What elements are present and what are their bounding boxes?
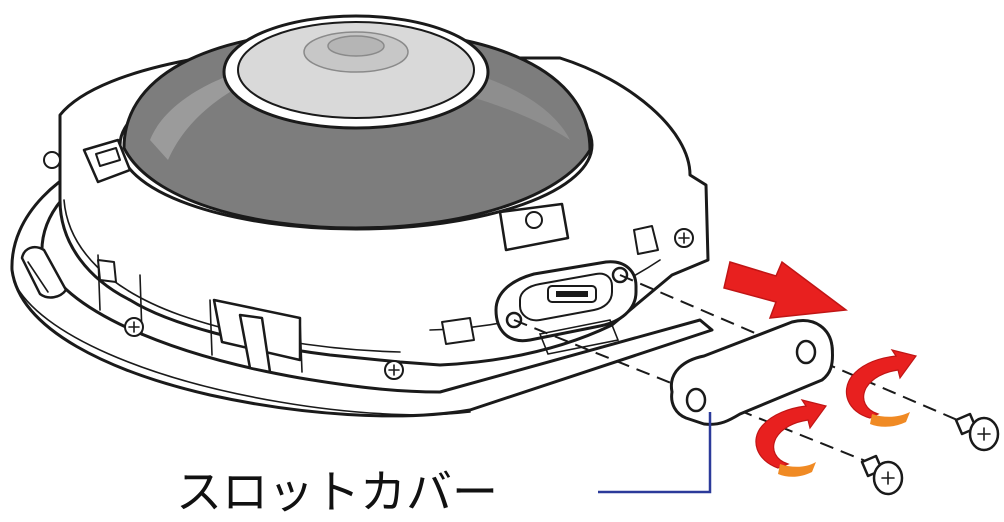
slot-cover-label: スロットカバー	[176, 465, 498, 519]
phillips-screw-icon	[860, 412, 1000, 496]
housing-screw-icon	[43, 151, 694, 380]
slide-out-arrow-icon	[723, 260, 848, 319]
slot-cover	[669, 319, 834, 426]
callout-leader-line	[598, 412, 712, 494]
housing-details	[43, 138, 694, 380]
card-slot-opening	[494, 260, 638, 355]
lens-dome	[118, 14, 594, 231]
counterclockwise-rotate-icon	[755, 349, 918, 477]
